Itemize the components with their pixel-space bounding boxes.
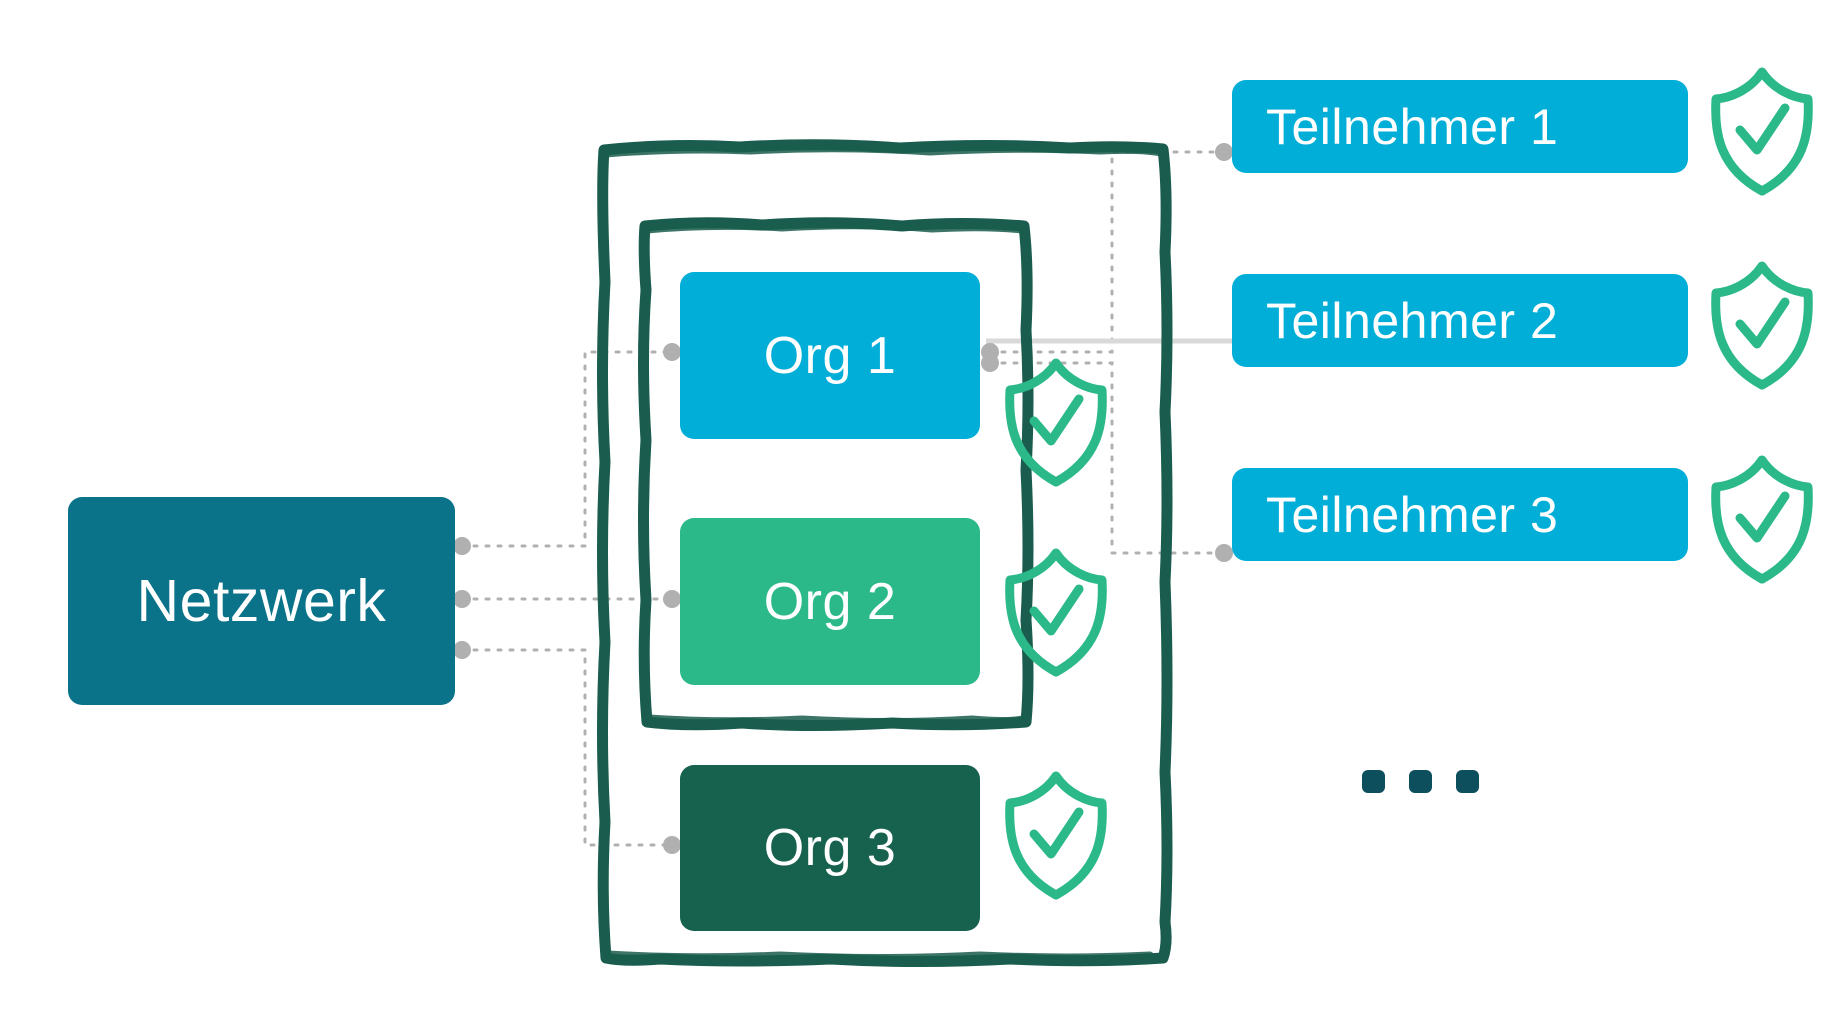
ellipsis-dot [1409,770,1432,793]
node-org-3-label: Org 3 [763,819,897,877]
node-netzwerk[interactable]: Netzwerk [68,497,455,705]
wire-dot [453,537,471,555]
wire-dot [453,590,471,608]
shield-check-icon-teilnehmer-3 [1706,452,1818,587]
shield-check-icon-teilnehmer-2 [1706,258,1818,393]
wire-org1-teilnehmer1 [988,150,1226,354]
wire-dot [663,836,681,854]
wire-dot [1215,143,1233,161]
ellipsis-dot [1362,770,1385,793]
node-teilnehmer-2[interactable]: Teilnehmer 2 [1232,274,1688,367]
node-teilnehmer-2-label: Teilnehmer 2 [1266,292,1559,349]
more-participants-indicator [1362,770,1479,793]
ellipsis-dot [1456,770,1479,793]
node-teilnehmer-1[interactable]: Teilnehmer 1 [1232,80,1688,173]
wire-dot [453,641,471,659]
shield-check-icon-teilnehmer-1 [1706,64,1818,199]
node-org-3[interactable]: Org 3 [680,765,980,931]
node-teilnehmer-1-label: Teilnehmer 1 [1266,98,1559,155]
node-netzwerk-label: Netzwerk [136,568,387,634]
node-teilnehmer-3[interactable]: Teilnehmer 3 [1232,468,1688,561]
wire-dot [663,343,681,361]
node-teilnehmer-3-label: Teilnehmer 3 [1266,486,1559,543]
node-org-1[interactable]: Org 1 [680,272,980,439]
shield-check-icon-org-1 [1000,355,1112,490]
node-org-2-label: Org 2 [763,572,897,631]
shield-check-icon-org-2 [1000,545,1112,680]
wire-dot [663,590,681,608]
node-org-1-label: Org 1 [763,326,897,385]
wire-dot [981,354,999,372]
shield-check-icon-org-3 [1000,768,1112,903]
wire-netzwerk-org3 [460,648,674,847]
node-org-2[interactable]: Org 2 [680,518,980,685]
wire-dot [1215,544,1233,562]
wire-netzwerk-org1 [460,350,674,548]
